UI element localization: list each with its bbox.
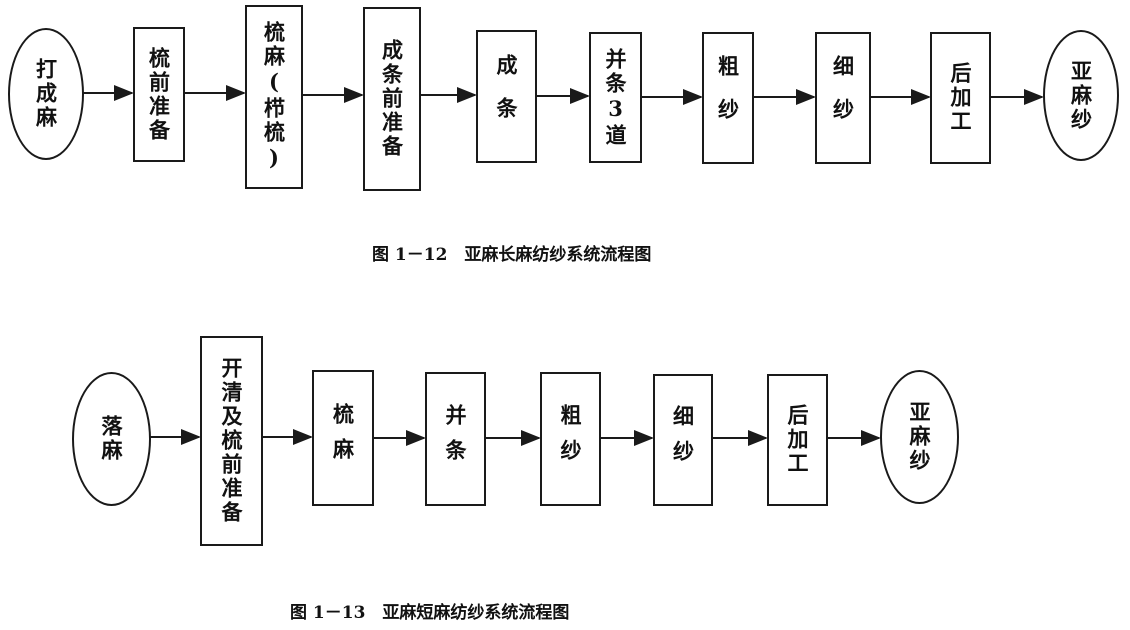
start-node-tow: 落麻: [72, 372, 151, 506]
node-label: 细纱: [830, 55, 856, 141]
figure-caption-1-12: 图 1－12 亚麻长麻纺纱系统流程图: [372, 245, 652, 265]
node-label: 成条前准备: [379, 39, 405, 159]
node-label: 粗纱: [715, 55, 741, 141]
node-label: 成条: [494, 53, 519, 140]
step-pre-hackling: 梳前准备: [133, 27, 185, 162]
node-label: 亚麻纱: [1068, 59, 1094, 132]
node-label: 亚麻纱: [907, 401, 932, 473]
step-post-processing: 后加工: [767, 374, 828, 506]
node-label: 粗纱: [558, 404, 583, 474]
step-drawing: 并条: [425, 372, 486, 506]
step-carding: 梳麻: [312, 370, 374, 506]
end-node-flax-yarn: 亚麻纱: [1043, 30, 1119, 161]
end-node-flax-yarn: 亚麻纱: [880, 370, 959, 504]
node-label: 开清及梳前准备: [219, 357, 244, 525]
node-label: 落麻: [99, 415, 124, 463]
step-pre-sliver: 成条前准备: [363, 7, 421, 191]
step-roving: 粗纱: [540, 372, 601, 506]
node-label: 打成麻: [33, 58, 59, 130]
node-label: 并条: [443, 404, 468, 474]
node-label: 梳麻(栉梳): [261, 21, 287, 173]
step-roving: 粗纱: [702, 32, 754, 164]
node-label: 细纱: [670, 405, 696, 475]
node-label: 后加工: [785, 404, 810, 476]
node-label: 梳前准备: [146, 46, 172, 143]
step-spinning: 细纱: [815, 32, 871, 164]
step-opening-pre-carding: 开清及梳前准备: [200, 336, 263, 546]
node-label: 并条3道: [603, 47, 628, 148]
step-sliver-forming: 成条: [476, 30, 537, 163]
node-label: 后加工: [948, 62, 973, 134]
step-hackling: 梳麻(栉梳): [245, 5, 303, 189]
step-spinning: 细纱: [653, 374, 713, 506]
step-drawing-3-passes: 并条3道: [589, 32, 642, 163]
start-node-long-flax: 打成麻: [8, 28, 84, 160]
step-post-processing: 后加工: [930, 32, 991, 164]
figure-caption-1-13: 图 1－13 亚麻短麻纺纱系统流程图: [290, 603, 570, 623]
node-label: 梳麻: [330, 403, 356, 473]
